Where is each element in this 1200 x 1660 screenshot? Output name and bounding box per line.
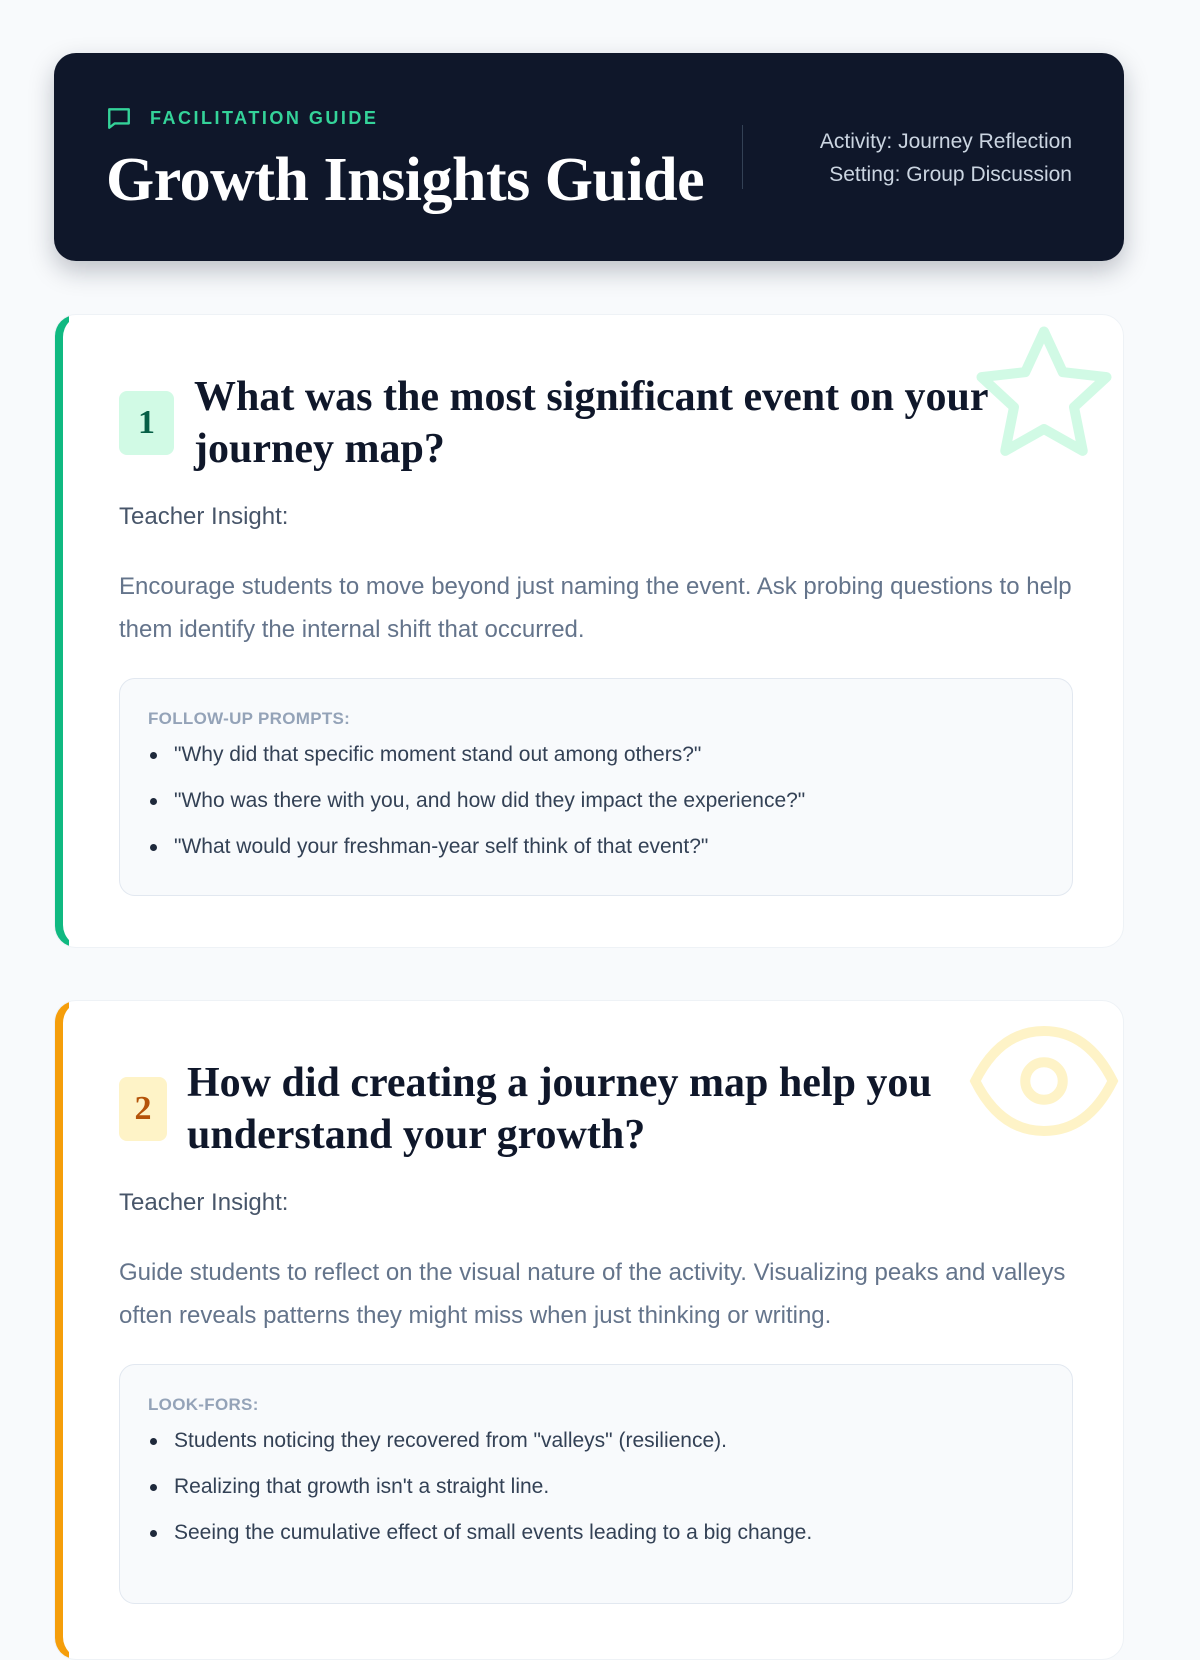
eyebrow-label: FACILITATION GUIDE <box>150 107 379 128</box>
number-badge: 1 <box>119 391 174 455</box>
question-heading: 1 What was the most significant event on… <box>119 371 999 475</box>
eyebrow: FACILITATION GUIDE <box>106 105 378 131</box>
guide-header: FACILITATION GUIDE Growth Insights Guide… <box>54 53 1124 261</box>
question-card-1: 1 What was the most significant event on… <box>54 314 1124 948</box>
list-item: "What would your freshman-year self thin… <box>148 835 1044 881</box>
question-title: What was the most significant event on y… <box>194 374 988 472</box>
insight-label: Teacher Insight: <box>119 503 289 530</box>
message-square-icon <box>108 108 130 129</box>
meta: Activity: Journey Reflection Setting: Gr… <box>820 125 1072 191</box>
question-card-2: 2 How did creating a journey map help yo… <box>54 1000 1124 1660</box>
list-item: Realizing that growth isn't a straight l… <box>148 1475 1044 1521</box>
activity-label: Activity: Journey Reflection <box>819 130 1072 153</box>
prompts-box: FOLLOW-UP PROMPTS: "Why did that specifi… <box>119 678 1073 896</box>
divider <box>742 125 743 189</box>
number-badge: 2 <box>119 1077 167 1141</box>
insight-label: Teacher Insight: <box>119 1189 289 1216</box>
box-label: LOOK-FORS: <box>148 1395 259 1414</box>
list-item: "Why did that specific moment stand out … <box>148 743 1044 789</box>
accent-bar <box>55 315 93 947</box>
setting-label: Setting: Group Discussion <box>829 163 1072 186</box>
question-title: How did creating a journey map help you … <box>187 1060 932 1158</box>
look-fors-box: LOOK-FORS: Students noticing they recove… <box>119 1364 1073 1604</box>
question-heading: 2 How did creating a journey map help yo… <box>119 1057 999 1161</box>
box-label: FOLLOW-UP PROMPTS: <box>148 709 351 728</box>
list-item: "Who was there with you, and how did the… <box>148 789 1044 835</box>
insight-text: Guide students to reflect on the visual … <box>119 1259 1066 1329</box>
list-item: Students noticing they recovered from "v… <box>148 1429 1044 1475</box>
accent-bar <box>55 1001 93 1659</box>
list-item: Seeing the cumulative effect of small ev… <box>148 1521 1044 1567</box>
star-icon <box>976 326 1112 456</box>
insight-text: Encourage students to move beyond just n… <box>119 573 1072 643</box>
eye-icon <box>969 1025 1119 1137</box>
page-title: Growth Insights Guide <box>106 146 705 214</box>
